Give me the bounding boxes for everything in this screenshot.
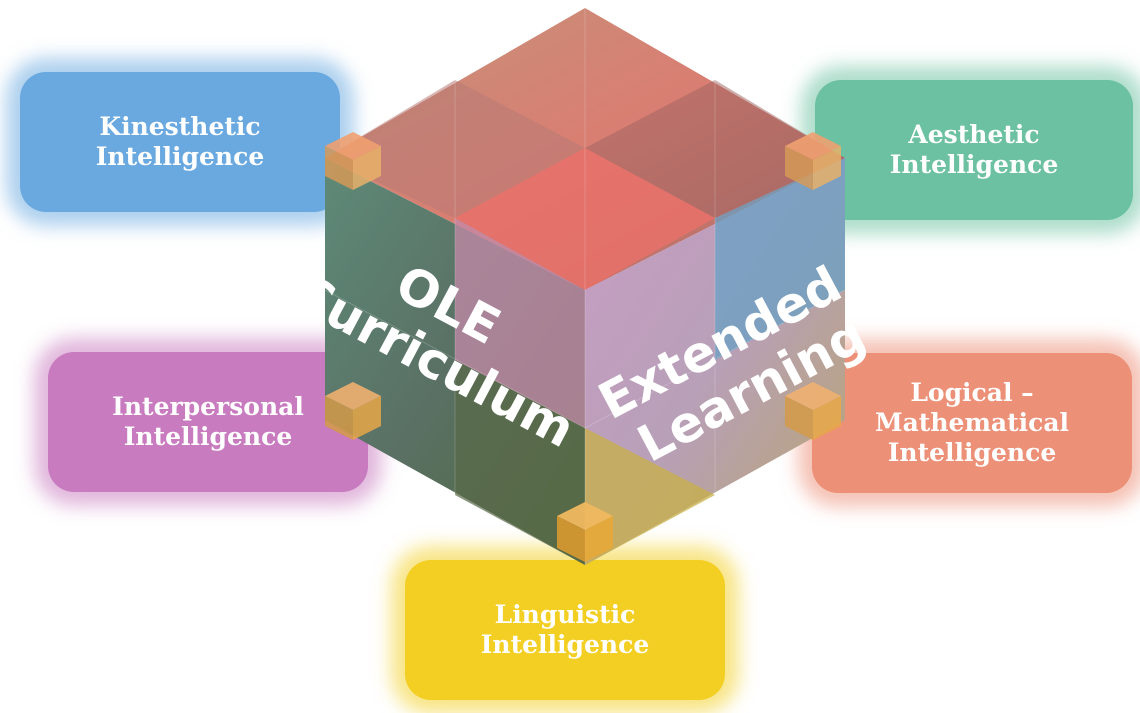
aesthetic-intelligence-box: Aesthetic Intelligence	[815, 80, 1133, 220]
corner-cube-mid-left	[325, 382, 381, 440]
corner-cube-mid-right	[785, 382, 841, 440]
cube-top-back-right	[585, 80, 845, 218]
corner-cube-top-right	[785, 132, 841, 190]
interpersonal-intelligence-label: Interpersonal Intelligence	[112, 392, 304, 451]
cube-right-lower	[585, 428, 715, 565]
cube-top-inner	[455, 148, 715, 290]
cube-left-inner	[455, 218, 585, 428]
interpersonal-intelligence-box: Interpersonal Intelligence	[48, 352, 368, 492]
cube-right-upper	[715, 158, 845, 360]
kinesthetic-intelligence-label: Kinesthetic Intelligence	[95, 112, 265, 171]
corner-cube-top-left	[325, 132, 381, 190]
logical-mathematical-intelligence-box: Logical – Mathematical Intelligence	[812, 353, 1132, 493]
kinesthetic-intelligence-box: Kinesthetic Intelligence	[20, 72, 340, 212]
cube-top-back-left	[325, 80, 585, 218]
linguistic-intelligence-label: Linguistic Intelligence	[480, 600, 650, 659]
cube-left-lower	[455, 360, 585, 565]
linguistic-intelligence-box: Linguistic Intelligence	[405, 560, 725, 700]
corner-cube-bottom	[557, 502, 613, 562]
cube-grid-lines	[324, 8, 846, 565]
logical-mathematical-intelligence-label: Logical – Mathematical Intelligence	[874, 378, 1070, 467]
aesthetic-intelligence-label: Aesthetic Intelligence	[889, 120, 1059, 179]
